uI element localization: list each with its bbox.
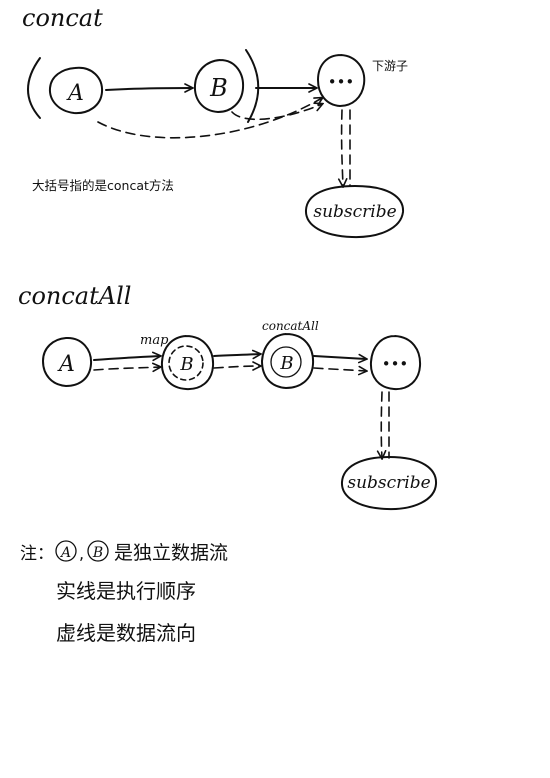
concatall-node-a-label: A xyxy=(57,352,75,377)
concatall-subscribe-node: subscribe xyxy=(340,456,438,511)
right-parenthesis xyxy=(245,49,260,123)
subscribe-label: subscribe xyxy=(313,202,396,222)
paren-caption: 大括号指的是concat方法 xyxy=(32,178,174,193)
note-circled-b-ring xyxy=(87,540,109,562)
concatall-arrow-map-to-concatall xyxy=(213,354,260,356)
concatall-node-b-map: B xyxy=(160,335,215,391)
concatall-section: concatAll A map B concatAll B xyxy=(18,282,438,511)
concatall-dashed-map-to-concatall xyxy=(213,366,260,368)
concatall-dashed-ellipsis-to-subscribe-1 xyxy=(381,391,382,458)
note-circled-a-ring xyxy=(55,540,77,562)
note-circled-b: B xyxy=(92,545,103,561)
downstream-caption: 下游子 xyxy=(372,59,408,73)
ellipsis-dots: ••• xyxy=(328,73,355,91)
map-label: map xyxy=(140,333,169,348)
concatall-node-b-map-label: B xyxy=(179,354,193,375)
concatall-node-a: A xyxy=(42,336,93,387)
concat-node-a: A xyxy=(48,66,104,115)
concatall-label: concatAll xyxy=(262,319,319,333)
note-line-2: 实线是执行顺序 xyxy=(56,579,196,603)
concatall-title: concatAll xyxy=(18,282,131,310)
note-line-3: 虚线是数据流向 xyxy=(56,621,196,645)
note-line-1: 是独立数据流 xyxy=(114,542,228,564)
node-a-label: A xyxy=(66,81,84,106)
concatall-ellipsis-dots: ••• xyxy=(382,355,409,373)
concat-section: concat A B ••• 下游子 xyxy=(22,4,408,239)
concatall-node-b-concatall-label: B xyxy=(279,353,293,374)
arrow-a-to-b xyxy=(105,88,192,90)
concat-node-b: B xyxy=(193,59,245,113)
note-circled-a: A xyxy=(59,545,71,561)
left-parenthesis xyxy=(27,57,41,119)
concat-ellipsis-node: ••• xyxy=(317,54,366,107)
concatall-dashed-concatall-to-ellipsis xyxy=(313,368,366,371)
concat-title: concat xyxy=(22,4,103,32)
concatall-node-b-concatall: B xyxy=(261,333,315,389)
note-prefix: 注： xyxy=(20,544,54,564)
dashed-ellipsis-to-subscribe-1 xyxy=(342,109,343,186)
concatall-arrow-concatall-to-ellipsis xyxy=(313,356,366,359)
dashed-a-to-ellipsis xyxy=(97,98,322,139)
concatall-dashed-a-to-map xyxy=(93,367,160,370)
dashed-b-to-ellipsis xyxy=(231,104,322,121)
note-separator: , xyxy=(79,544,84,563)
concatall-subscribe-label: subscribe xyxy=(347,473,430,493)
node-b-label: B xyxy=(209,74,228,102)
notes-section: 注： A , B 是独立数据流 实线是执行顺序 虚线是数据流向 xyxy=(20,540,228,645)
concat-subscribe-node: subscribe xyxy=(304,185,405,239)
concatall-ellipsis-node: ••• xyxy=(369,335,422,391)
concatall-arrow-a-to-map xyxy=(93,356,160,360)
